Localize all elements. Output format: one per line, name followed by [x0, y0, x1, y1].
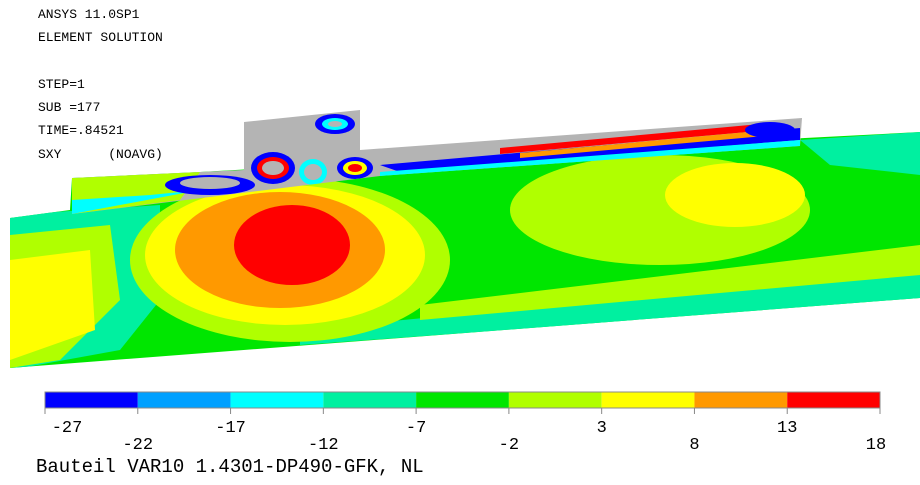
legend-band	[45, 392, 138, 408]
legend-band	[508, 392, 602, 408]
legend-band	[601, 392, 695, 408]
band-fill-right-yellow	[665, 163, 805, 227]
legend-tick-label: -17	[215, 419, 246, 438]
legend-tick-label: -22	[122, 436, 153, 455]
legend-tick-label: -7	[406, 419, 426, 438]
legend-tick-label: -2	[499, 436, 519, 455]
legend-band	[323, 392, 417, 408]
upper-swirl-ring1-gray	[262, 161, 284, 175]
program-label: ANSYS 11.0SP1	[38, 7, 140, 22]
legend-color-bar	[44, 391, 881, 409]
legend-tick-label: 3	[597, 419, 607, 438]
legend-tick-label: -27	[52, 419, 83, 438]
band-fill-right-top-teal	[800, 132, 920, 175]
upper-swirl-top-gray	[328, 121, 342, 127]
legend-tick-label: 18	[866, 436, 886, 455]
legend-band	[137, 392, 231, 408]
upper-band-right-red	[500, 124, 770, 154]
legend-band	[230, 392, 324, 408]
upper-band-right-cyan	[380, 140, 800, 178]
quantity-label: SXY (NOAVG)	[38, 147, 163, 162]
band-fill-bottom-yellowgreen	[420, 245, 920, 320]
legend-tick-label: 8	[689, 436, 699, 455]
slab-contour	[10, 132, 920, 368]
upper-swirl-left-gray	[180, 177, 240, 189]
band-fill-center-red	[234, 205, 350, 285]
upper-band-right-orange	[520, 130, 775, 158]
upper-swirl-ring3-red	[348, 164, 362, 172]
model-caption: Bauteil VAR10 1.4301-DP490-GFK, NL	[36, 456, 424, 478]
legend-band	[416, 392, 509, 408]
legend-tick-label: -12	[308, 436, 339, 455]
upper-fill-left-cyan	[72, 190, 200, 214]
legend-outline	[44, 391, 881, 409]
upper-swirl-right-blue	[745, 122, 795, 138]
legend-band	[694, 392, 788, 408]
solution-label: ELEMENT SOLUTION	[38, 30, 163, 45]
sub-label: SUB =177	[38, 100, 101, 115]
time-label: TIME=.84521	[38, 123, 124, 138]
step-label: STEP=1	[38, 77, 85, 92]
legend-band	[787, 392, 880, 408]
legend-tick-labels: -27 -22 -17 -12 -7 -2 3 8 13 18	[44, 408, 886, 455]
legend-tick-label: 13	[777, 419, 797, 438]
band-fill-lower-left-yellow	[10, 250, 95, 360]
upper-swirl-ring2-gray	[304, 164, 322, 180]
